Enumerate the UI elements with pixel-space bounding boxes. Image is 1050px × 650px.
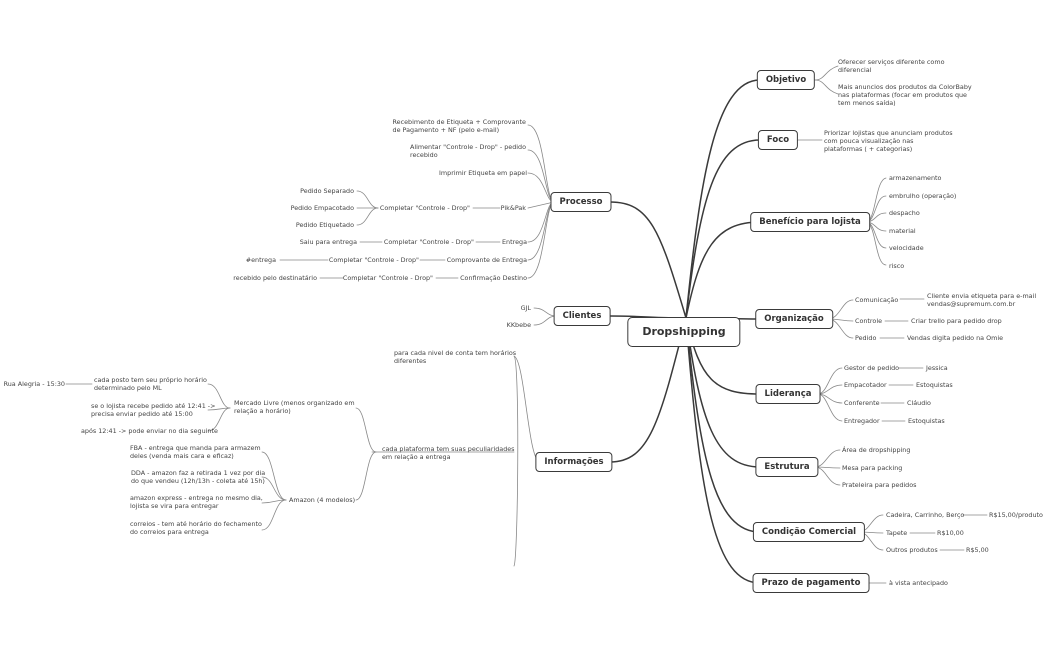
informacoes-platform: Mercado Livre (menos organizado em relaç…: [234, 399, 355, 415]
topic-estrutura[interactable]: Estrutura: [755, 457, 819, 477]
informacoes-detail: após 12:41 -> pode enviar no dia seguint…: [81, 427, 218, 435]
informacoes-detail: amazon express - entrega no mesmo dia, l…: [130, 494, 263, 510]
lideranca-item: Conferente: [844, 399, 880, 407]
processo-substep: Completar "Controle - Drop": [383, 238, 474, 246]
condicao-price: R$10,00: [937, 529, 964, 537]
lideranca-item: Empacotador: [844, 381, 887, 389]
topic-lideranca[interactable]: Liderança: [755, 384, 821, 404]
lideranca-item: Gestor de pedido: [844, 364, 900, 372]
processo-status: recebido pelo destinatário: [233, 274, 317, 282]
processo-status: Saiu para entrega: [299, 238, 357, 246]
informacoes-detail: correios - tem até horário do fechamento…: [130, 520, 262, 536]
topic-beneficio[interactable]: Benefício para lojista: [750, 212, 870, 232]
processo-substep: Completar "Controle - Drop": [342, 274, 433, 282]
informacoes-platform: Amazon (4 modelos): [289, 496, 356, 504]
cliente-item: KKbebe: [506, 321, 531, 329]
processo-step: Comprovante de Entrega: [446, 256, 527, 264]
processo-substep: Completar "Controle - Drop": [328, 256, 419, 264]
informacoes-detail: cada posto tem seu próprio horário deter…: [94, 376, 207, 392]
objetivo-item: Oferecer serviços diferente como diferen…: [838, 58, 945, 74]
processo-step: Alimentar "Controle - Drop" - pedido rec…: [409, 143, 526, 159]
root-topic[interactable]: Dropshipping: [627, 317, 741, 347]
topic-foco[interactable]: Foco: [757, 130, 799, 150]
topic-informacoes[interactable]: Informações: [535, 452, 613, 472]
organizacao-item: Controle: [855, 317, 883, 325]
organizacao-detail: Criar trello para pedido drop: [911, 317, 1002, 325]
topic-condicao-comercial[interactable]: Condição Comercial: [752, 522, 866, 542]
informacoes-detail: FBA - entrega que manda para armazem del…: [130, 444, 261, 460]
condicao-item: Tapete: [886, 529, 908, 537]
processo-status: Pedido Empacotado: [290, 204, 354, 212]
processo-step: Recebimento de Etiqueta + Comprovante de…: [392, 118, 526, 134]
condicao-price: R$15,00/produto: [989, 511, 1043, 519]
informacoes-detail: Rua Alegria - 15:30: [3, 380, 65, 388]
beneficio-item: armazenamento: [889, 174, 942, 182]
processo-status: Pedido Etiquetado: [295, 221, 354, 229]
beneficio-item: despacho: [889, 209, 920, 217]
estrutura-item: Prateleira para pedidos: [842, 481, 917, 489]
lideranca-detail: Cláudio: [907, 399, 931, 407]
informacoes-item: para cada nivel de conta tem horários di…: [394, 349, 517, 365]
leaf-connectors: [65, 65, 988, 584]
estrutura-item: Mesa para packing: [842, 464, 903, 472]
lideranca-detail: Estoquistas: [916, 381, 953, 389]
organizacao-detail: Cliente envia etiqueta para e-mail venda…: [927, 292, 1037, 308]
informacoes-item: cada plataforma tem suas peculiaridades …: [382, 445, 515, 461]
processo-step: Imprimir Etiqueta em papel: [439, 169, 527, 177]
estrutura-item: Área de dropshipping: [842, 446, 911, 454]
condicao-item: Cadeira, Carrinho, Berço: [886, 511, 965, 519]
trunk-connectors: [609, 79, 761, 584]
lideranca-item: Entregador: [844, 417, 880, 425]
organizacao-item: Comunicação: [855, 296, 899, 304]
objetivo-item: Mais anuncios dos produtos da ColorBaby …: [838, 83, 972, 107]
prazo-item: à vista antecipado: [889, 579, 948, 587]
topic-prazo-pagamento[interactable]: Prazo de pagamento: [752, 573, 870, 593]
topic-objetivo[interactable]: Objetivo: [756, 70, 816, 90]
beneficio-item: velocidade: [889, 244, 924, 252]
informacoes-detail: DDA - amazon faz a retirada 1 vez por di…: [131, 469, 266, 485]
beneficio-item: risco: [889, 262, 905, 270]
beneficio-item: material: [889, 227, 916, 235]
foco-item: Priorizar lojistas que anunciam produtos…: [824, 129, 953, 153]
processo-step: Pik&Pak: [500, 204, 526, 212]
organizacao-detail: Vendas digita pedido na Omie: [907, 334, 1004, 342]
topic-clientes[interactable]: Clientes: [553, 306, 611, 326]
cliente-item: GJL: [520, 304, 531, 312]
processo-step: Confirmação Destino: [460, 274, 527, 282]
lideranca-detail: Jessica: [926, 364, 948, 372]
processo-substep: Completar "Controle - Drop": [379, 204, 470, 212]
topic-organizacao[interactable]: Organização: [755, 309, 833, 329]
topic-processo[interactable]: Processo: [550, 192, 612, 212]
beneficio-item: embrulho (operação): [889, 192, 957, 200]
informacoes-detail: se o lojista recebe pedido até 12:41 -> …: [91, 402, 216, 418]
organizacao-item: Pedido: [855, 334, 877, 342]
condicao-price: R$5,00: [966, 546, 989, 554]
processo-status: #entrega: [245, 256, 276, 264]
processo-step: Entrega: [502, 238, 527, 246]
processo-status: Pedido Separado: [300, 187, 354, 195]
condicao-item: Outros produtos: [886, 546, 938, 554]
lideranca-detail: Estoquistas: [908, 417, 945, 425]
